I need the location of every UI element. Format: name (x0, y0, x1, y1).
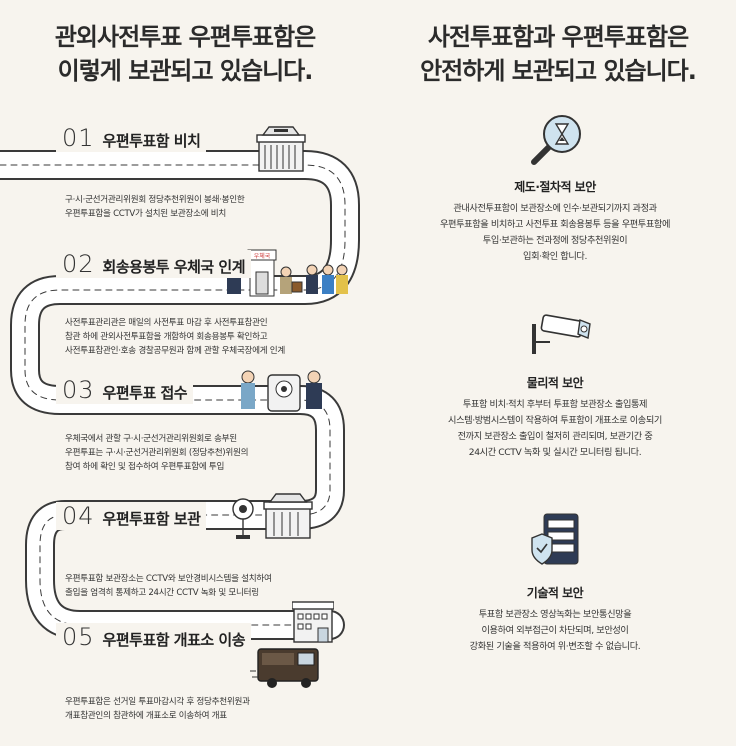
step-3-description: 우체국에서 관할 구·시·군선거관리위원회로 송부된 우편투표는 구·시·군선거… (65, 434, 249, 472)
step-4-number: 04 (62, 502, 95, 530)
step-2-description: 사전투표관리관은 매일의 사전투표 마감 후 사전투표참관인 참관 하에 관외사… (65, 318, 285, 356)
step-5-title: 우편투표함 개표소 이송 (102, 631, 246, 649)
receipt-staff-icon (241, 370, 322, 412)
transport-truck-icon (250, 648, 319, 688)
step-4-description: 우편투표함 보관장소는 CCTV와 보안경비시스템을 설치하여 출입을 엄격히 … (65, 574, 272, 598)
procedural-security-title: 제도·절차적 보안 (514, 180, 596, 194)
step-1-number: 01 (62, 124, 95, 152)
step-1-heading: 01 우편투표함 비치 (56, 124, 207, 152)
step-2-title: 회송용봉투 우체국 인계 (102, 258, 246, 276)
cctv-camera-icon (232, 498, 254, 539)
step-1-description: 구·시·군선거관리위원회 정당추천위원이 봉쇄·봉인한 우편투표함을 CCTV가… (65, 195, 245, 219)
post-sign-text: 우체국 (254, 252, 271, 260)
physical-security-description: 투표함 비치·적치 후부터 투표함 보관장소 출입통제 시스템·방범시스템이 작… (448, 399, 662, 458)
right-title: 사전투표함과 우편투표함은 안전하게 보관되고 있습니다. (420, 23, 697, 85)
ballot-box-storage-icon (263, 493, 313, 539)
procedural-security-description: 관내사전투표함이 보관장소에 인수·보관되기까지 과정과 우편투표함을 비치하고… (439, 203, 671, 262)
technical-security-title: 기술적 보안 (526, 586, 584, 600)
step-3-number: 03 (62, 376, 95, 404)
step-3-heading: 03 우편투표 접수 (56, 376, 194, 404)
physical-security-section: 물리적 보안 투표함 비치·적치 후부터 투표함 보관장소 출입통제 시스템·방… (395, 374, 715, 461)
cctv-security-icon (532, 314, 591, 354)
left-title: 관외사전투표 우편투표함은 이렇게 보관되고 있습니다. (54, 23, 316, 85)
magnifier-hourglass-icon (531, 115, 581, 165)
step-3-title: 우편투표 접수 (102, 384, 188, 402)
step-5-number: 05 (62, 623, 95, 651)
step-4-title: 우편투표함 보관 (102, 510, 201, 528)
step-2-heading: 02 회송용봉투 우체국 인계 (56, 250, 251, 278)
step-1-title: 우편투표함 비치 (102, 132, 201, 150)
step-2-number: 02 (62, 250, 95, 278)
post-office-handover-icon: 우체국 (227, 249, 348, 297)
procedural-security-section: 제도·절차적 보안 관내사전투표함이 보관장소에 인수·보관되기까지 과정과 우… (395, 178, 715, 265)
step-5-description: 우편투표함은 선거일 투표마감시각 후 정당추천위원과 개표참관인의 참관하에 … (65, 697, 250, 721)
counting-building-icon (292, 601, 334, 643)
physical-security-title: 물리적 보안 (526, 376, 584, 390)
server-shield-icon (531, 513, 579, 565)
step-5-heading: 05 우편투표함 개표소 이송 (56, 623, 251, 651)
technical-security-description: 투표함 보관장소 영상녹화는 보안통신망을 이용하여 외부접근이 차단되며, 보… (469, 609, 641, 652)
technical-security-section: 기술적 보안 투표함 보관장소 영상녹화는 보안통신망을 이용하여 외부접근이 … (395, 584, 715, 655)
ballot-box-icon (256, 126, 306, 172)
step-4-heading: 04 우편투표함 보관 (56, 502, 207, 530)
